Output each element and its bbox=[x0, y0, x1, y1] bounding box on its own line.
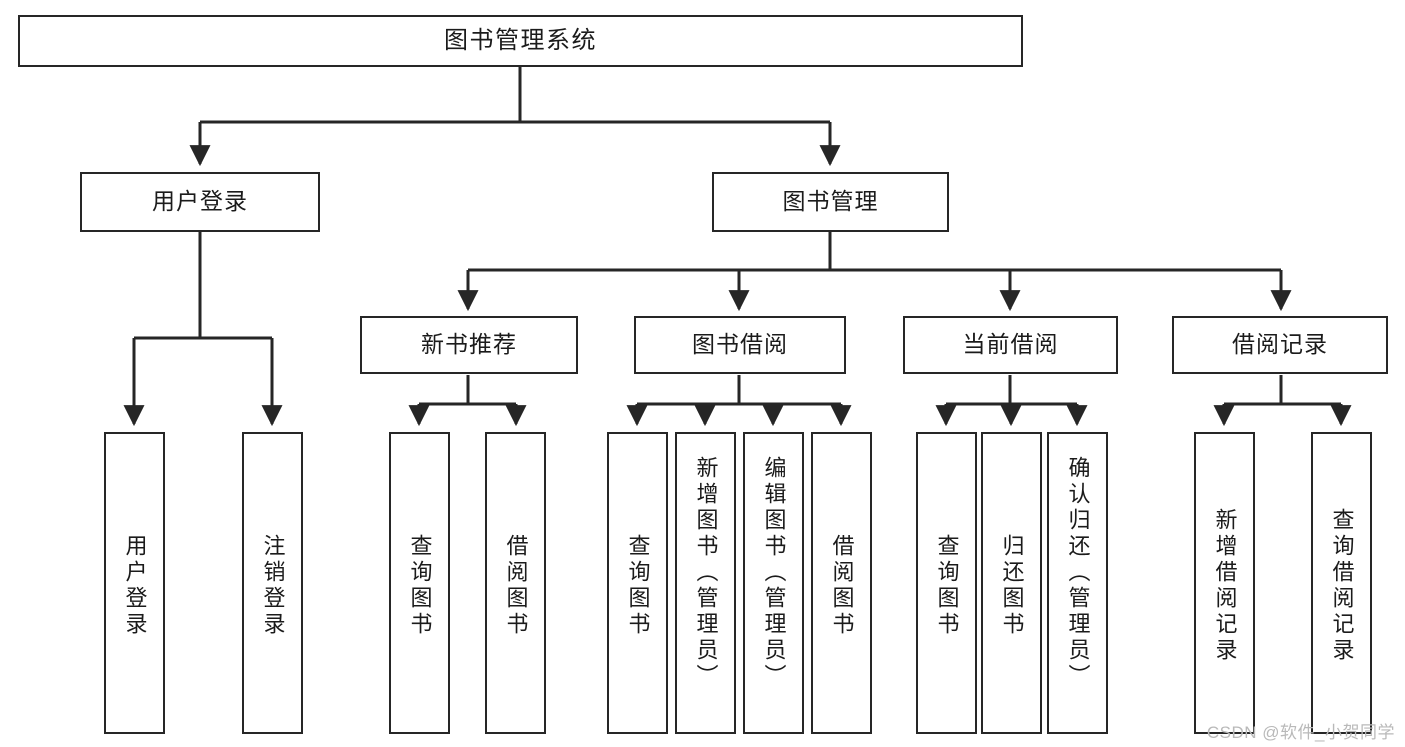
node-label: 编辑图书（管理员） bbox=[761, 456, 787, 690]
node-user-login[interactable]: 用户登录 bbox=[80, 172, 320, 232]
node-label: 查询借阅记录 bbox=[1329, 508, 1355, 664]
node-root-system[interactable]: 图书管理系统 bbox=[18, 15, 1023, 67]
leaf-borrow-edit-book[interactable]: 编辑图书（管理员） bbox=[743, 432, 804, 734]
node-new-book-recommend[interactable]: 新书推荐 bbox=[360, 316, 578, 374]
node-label: 新增借阅记录 bbox=[1212, 508, 1238, 664]
node-book-borrow[interactable]: 图书借阅 bbox=[634, 316, 846, 374]
leaf-record-query[interactable]: 查询借阅记录 bbox=[1311, 432, 1372, 734]
node-label: 借阅记录 bbox=[1232, 331, 1328, 358]
node-book-management[interactable]: 图书管理 bbox=[712, 172, 949, 232]
leaf-record-add[interactable]: 新增借阅记录 bbox=[1194, 432, 1255, 734]
leaf-borrow-add-book[interactable]: 新增图书（管理员） bbox=[675, 432, 736, 734]
node-label: 借阅图书 bbox=[829, 534, 855, 638]
node-label: 当前借阅 bbox=[962, 331, 1059, 358]
node-label: 新书推荐 bbox=[421, 331, 517, 358]
leaf-borrow-query-book[interactable]: 查询图书 bbox=[607, 432, 668, 734]
leaf-current-query-book[interactable]: 查询图书 bbox=[916, 432, 977, 734]
watermark-text: CSDN @软件_小贺同学 bbox=[1206, 723, 1395, 742]
node-label: 图书管理 bbox=[782, 188, 879, 215]
node-label: 注销登录 bbox=[260, 534, 286, 638]
leaf-borrow-lend-book[interactable]: 借阅图书 bbox=[811, 432, 872, 734]
leaf-new-book-query[interactable]: 查询图书 bbox=[389, 432, 450, 734]
node-label: 查询图书 bbox=[625, 534, 651, 638]
node-label: 新增图书（管理员） bbox=[693, 456, 719, 690]
leaf-new-book-borrow[interactable]: 借阅图书 bbox=[485, 432, 546, 734]
node-label: 归还图书 bbox=[999, 534, 1025, 638]
node-label: 图书管理系统 bbox=[444, 26, 597, 54]
node-label: 用户登录 bbox=[152, 188, 248, 215]
node-label: 用户登录 bbox=[122, 534, 148, 638]
node-label: 查询图书 bbox=[407, 534, 433, 638]
node-borrow-record[interactable]: 借阅记录 bbox=[1172, 316, 1388, 374]
node-label: 确认归还（管理员） bbox=[1065, 456, 1091, 690]
node-label: 借阅图书 bbox=[503, 534, 529, 638]
leaf-current-return-book[interactable]: 归还图书 bbox=[981, 432, 1042, 734]
leaf-user-logout[interactable]: 注销登录 bbox=[242, 432, 303, 734]
node-label: 查询图书 bbox=[934, 534, 960, 638]
leaf-current-confirm-return[interactable]: 确认归还（管理员） bbox=[1047, 432, 1108, 734]
node-current-borrow[interactable]: 当前借阅 bbox=[903, 316, 1118, 374]
leaf-user-login[interactable]: 用户登录 bbox=[104, 432, 165, 734]
node-label: 图书借阅 bbox=[692, 331, 788, 358]
